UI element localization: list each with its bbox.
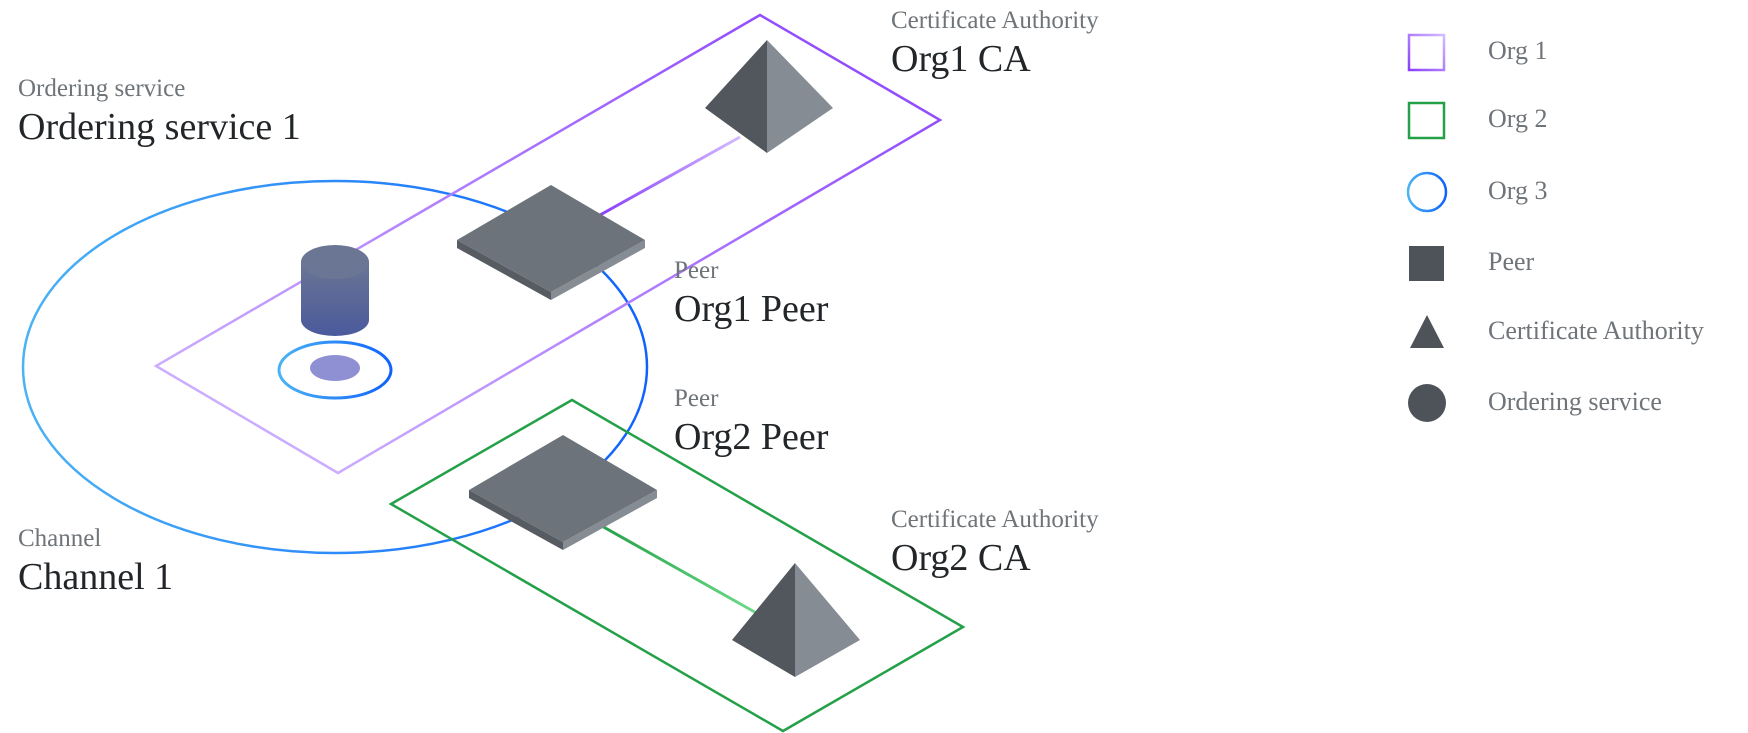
org2-ca-label: Certificate Authority Org2 CA	[891, 505, 1099, 581]
legend-label: Org 1	[1488, 36, 1548, 65]
legend-item-org3: Org 3	[1406, 170, 1736, 214]
org2-peer-ca-link	[599, 523, 761, 617]
org2-peer-name: Org2 Peer	[674, 416, 829, 458]
ordering-service-node	[277, 245, 393, 400]
legend-item-org1: Org 1	[1406, 30, 1736, 74]
org2-ca-kind: Certificate Authority	[891, 506, 1099, 533]
org2-boundary	[388, 398, 966, 733]
peer-square-icon	[1409, 246, 1444, 281]
org1-ca-node	[705, 40, 833, 153]
channel-name: Channel 1	[18, 556, 174, 598]
channel-label: Channel Channel 1	[18, 524, 173, 600]
channel-kind: Channel	[18, 525, 102, 552]
legend-label: Org 2	[1488, 104, 1548, 133]
org2-ca-name: Org2 CA	[891, 537, 1031, 579]
org1-peer-name: Org1 Peer	[674, 288, 829, 330]
channel-boundary	[21, 179, 649, 555]
legend-label: Certificate Authority	[1488, 316, 1704, 345]
org1-peer-label: Peer Org1 Peer	[674, 256, 828, 332]
legend-label: Ordering service	[1488, 387, 1662, 416]
legend-item-org2: Org 2	[1406, 98, 1736, 142]
legend-item-peer: Peer	[1406, 241, 1736, 285]
org2-peer-node	[469, 435, 657, 550]
org1-ca-kind: Certificate Authority	[891, 7, 1099, 34]
org2-ca-node	[732, 563, 860, 677]
org1-ca-name: Org1 CA	[891, 38, 1031, 80]
org2-square-outline-icon	[1407, 101, 1446, 140]
org1-peer-node	[457, 185, 645, 300]
org1-peer-kind: Peer	[674, 257, 719, 284]
legend-label: Peer	[1488, 247, 1535, 276]
legend-item-ordering: Ordering service	[1406, 381, 1736, 425]
ordering-service-label: Ordering service Ordering service 1	[18, 74, 301, 150]
legend-label: Org 3	[1488, 176, 1548, 205]
org3-circle-outline-icon	[1406, 171, 1448, 213]
ca-triangle-icon	[1410, 315, 1444, 348]
ordering-service-name: Ordering service 1	[18, 106, 301, 148]
ordering-circle-icon	[1408, 384, 1446, 422]
org1-square-outline-icon	[1407, 33, 1446, 72]
ordering-service-kind: Ordering service	[18, 75, 186, 102]
org1-peer-ca-link	[599, 135, 741, 217]
legend-item-ca: Certificate Authority	[1406, 310, 1736, 354]
org1-ca-label: Certificate Authority Org1 CA	[891, 6, 1099, 82]
org1-boundary	[153, 13, 943, 475]
org2-peer-kind: Peer	[674, 385, 719, 412]
org2-peer-label: Peer Org2 Peer	[674, 384, 828, 460]
